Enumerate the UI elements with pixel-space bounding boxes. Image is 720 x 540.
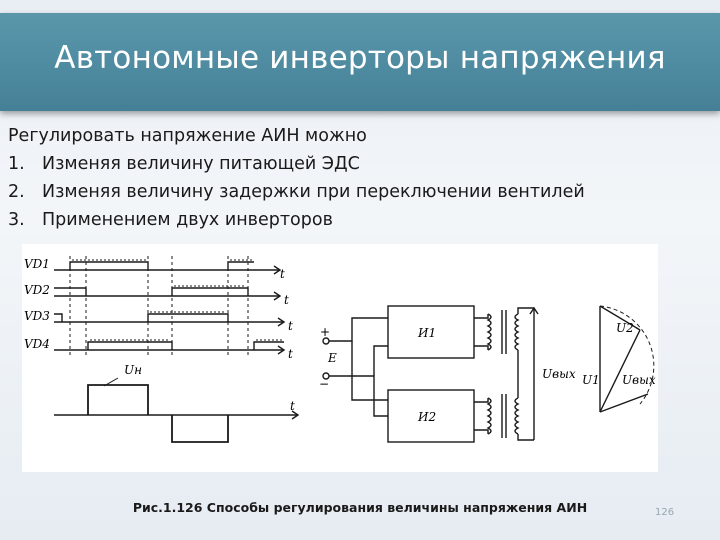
list-item-1: 1. Изменяя величину питающей ЭДС (8, 150, 712, 178)
title-bar: Автономные инверторы напряжения (0, 13, 720, 111)
minus-sign: − (319, 377, 329, 391)
figure-diagram: VD1 VD2 VD3 VD4 t t t t t Uн (22, 244, 658, 472)
time-label: t (290, 399, 295, 413)
time-label: t (288, 319, 293, 333)
intro-text: Регулировать напряжение АИН можно (8, 126, 367, 146)
wire-plus-i1 (329, 317, 388, 342)
diagram-svg: VD1 VD2 VD3 VD4 t t t t t Uн (24, 256, 656, 443)
phasor-u2-shift (599, 305, 641, 331)
phasor-u1-label: U1 (582, 373, 600, 387)
output-arrow (291, 410, 300, 420)
list-item-2: 2. Изменяя величину задержки при переклю… (8, 178, 712, 206)
page-number: 126 (655, 507, 675, 518)
phasor-uout (599, 393, 649, 413)
vd4-pulse-1 (87, 341, 173, 350)
vd2-pulse-2 (171, 287, 249, 296)
source-label: E (327, 351, 337, 365)
circuit (322, 305, 655, 443)
phasor-u2-label: U2 (616, 321, 634, 335)
secondary-coil-1 (514, 313, 520, 351)
inverter-1-box (387, 305, 475, 359)
wire-minus-i2 (329, 375, 388, 417)
slide-title: Автономные инверторы напряжения (54, 40, 666, 76)
list-item-3: 3. Применением двух инверторов (8, 206, 712, 234)
vd2-arrow (273, 291, 282, 301)
slide-body: Регулировать напряжение АИН можно 1. Изм… (8, 122, 712, 234)
vd1-arrow (273, 265, 282, 275)
vd1-label: VD1 (24, 257, 50, 271)
vd3-pulse-2 (147, 313, 229, 322)
vd3-pulse-1 (54, 313, 63, 322)
vd3-arrow (277, 317, 286, 327)
time-label: t (288, 347, 293, 361)
plus-sign: + (320, 325, 330, 339)
vd4-pulse-2 (253, 341, 284, 350)
vd4-label: VD4 (24, 337, 50, 351)
secondary-coil-2 (514, 397, 520, 435)
output-pulse-negative (171, 415, 229, 443)
time-label: t (284, 293, 289, 307)
list-text: Применением двух инверторов (42, 210, 333, 230)
wire-plus-i2 (351, 341, 388, 401)
vd2-label: VD2 (24, 283, 50, 297)
time-label: t (280, 267, 285, 281)
output-voltage-circuit-label: Uвых (542, 367, 576, 381)
phasor-u2 (599, 329, 641, 413)
list-number: 1. (8, 154, 25, 174)
primary-coil-1 (486, 313, 492, 351)
output-pulse-positive (87, 384, 149, 415)
phasor-uout-label: Uвых (622, 373, 656, 387)
inverter-2-box (387, 389, 475, 443)
vd1-pulse-1 (69, 261, 149, 270)
wire-minus-i1 (373, 345, 388, 376)
vd3-label: VD3 (24, 309, 50, 323)
list-text: Изменяя величину питающей ЭДС (42, 154, 360, 174)
output-voltage-label: Uн (124, 363, 142, 377)
vd1-pulse-2 (227, 261, 254, 270)
inverter-1-label: И1 (417, 326, 436, 340)
list-number: 2. (8, 182, 25, 202)
inverter-2-label: И2 (417, 410, 436, 424)
vd4-arrow (277, 345, 286, 355)
figure-caption: Рис.1.126 Способы регулирования величины… (132, 500, 588, 515)
list-text: Изменяя величину задержки при переключен… (42, 182, 585, 202)
primary-coil-2 (486, 397, 492, 435)
list-number: 3. (8, 210, 25, 230)
